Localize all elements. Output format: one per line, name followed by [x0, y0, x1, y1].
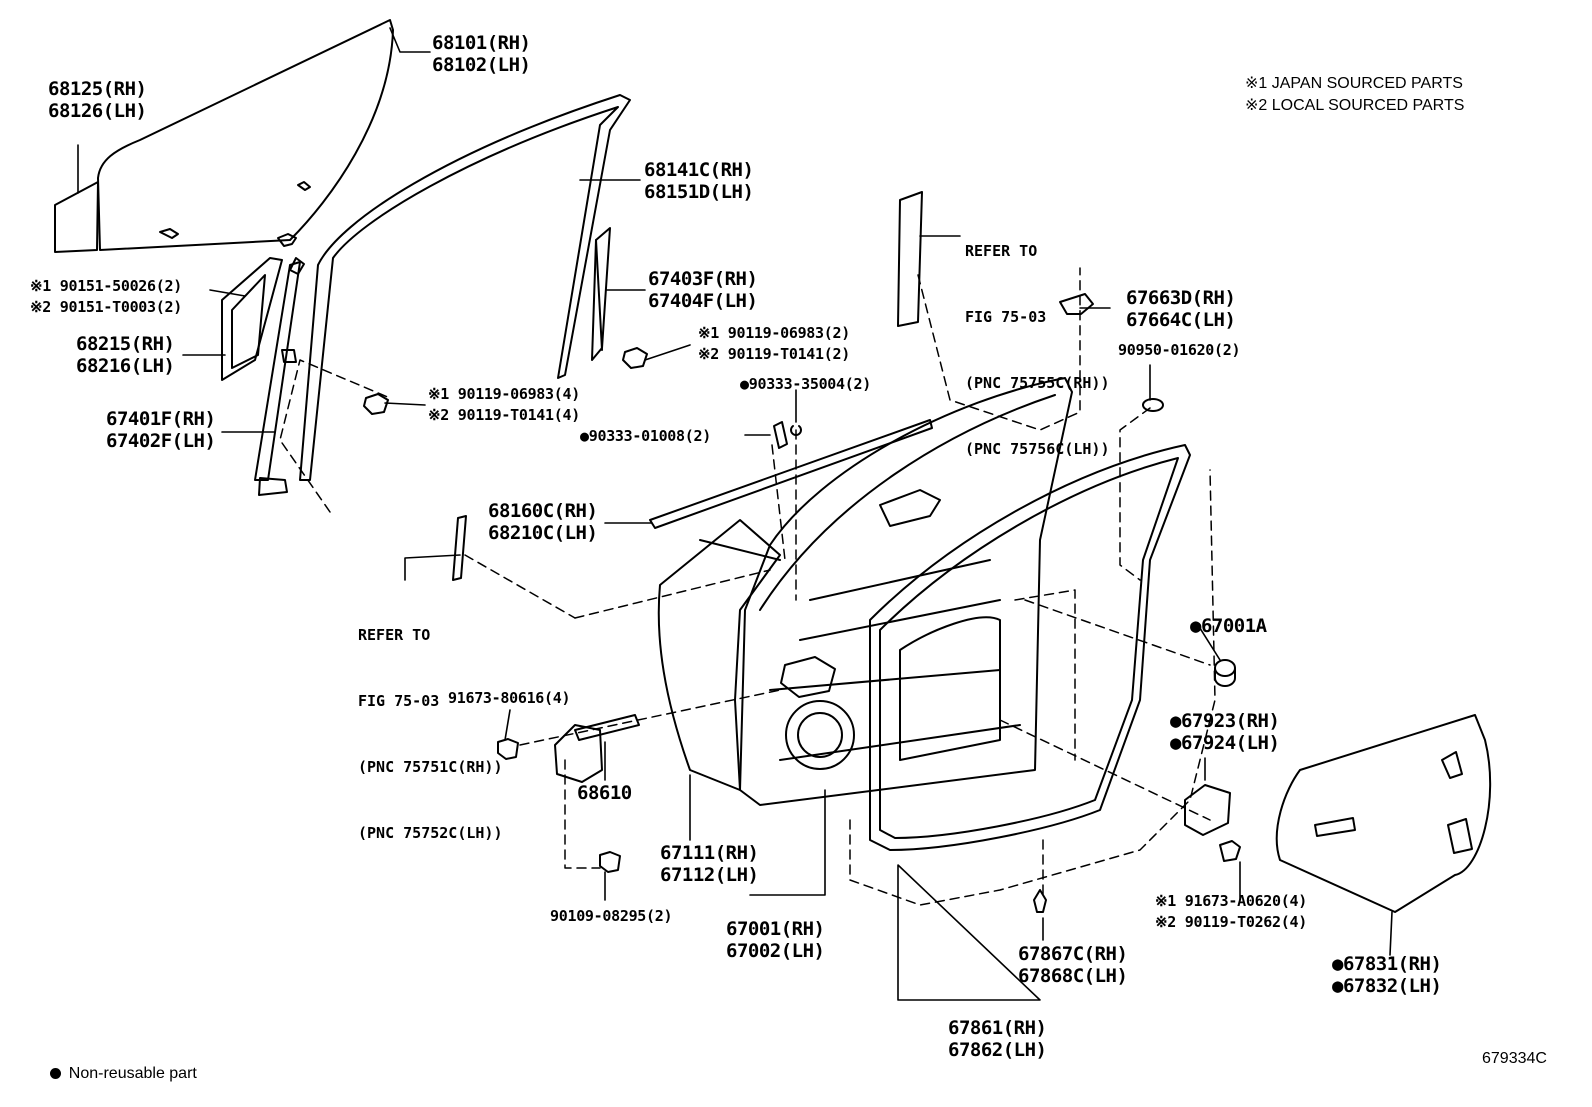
callout-67401[interactable]: 67401F(RH) 67402F(LH)	[106, 408, 216, 452]
callout-90119-4[interactable]: ※1 90119-06983(4) ※2 90119-T0141(4)	[428, 385, 580, 424]
callout-68101[interactable]: 68101(RH) 68102(LH)	[432, 32, 531, 76]
legend-text: Non-reusable part	[68, 1065, 197, 1082]
callout-67111[interactable]: 67111(RH) 67112(LH)	[660, 842, 759, 886]
bullet-icon	[49, 1068, 61, 1079]
callout-67403[interactable]: 67403F(RH) 67404F(LH)	[648, 268, 758, 312]
refer-upper-line-3: (PNC 75755C(RH))	[965, 374, 1110, 392]
callout-90333-35004[interactable]: ●90333-35004(2)	[740, 375, 871, 393]
refer-lower-line-2: FIG 75-03	[358, 692, 440, 710]
refer-block-upper: REFER TO FIG 75-03 (PNC 75755C(RH)) (PNC…	[965, 196, 1110, 504]
refer-upper-line-2: FIG 75-03	[965, 308, 1047, 326]
note-local-sourced: ※2 LOCAL SOURCED PARTS	[1245, 97, 1465, 114]
callout-90950[interactable]: 90950-01620(2)	[1118, 341, 1241, 359]
refer-upper-line-4: (PNC 75756C(LH))	[965, 440, 1110, 458]
quarter-glass-shape	[54, 181, 99, 253]
callout-90109[interactable]: 90109-08295(2)	[550, 907, 673, 925]
refer-lower-line-3: (PNC 75751C(RH))	[358, 758, 503, 776]
refer-upper-line-1: REFER TO	[965, 242, 1038, 260]
door-weatherstrip-shape	[869, 444, 1191, 851]
refer-lower-line-4: (PNC 75752C(LH))	[358, 824, 503, 842]
refer-block-lower: REFER TO FIG 75-03 (PNC 75751C(RH)) (PNC…	[358, 580, 503, 888]
callout-90333-01008[interactable]: ●90333-01008(2)	[580, 427, 711, 445]
callout-91673-A0620[interactable]: ※1 91673-A0620(4) ※2 90119-T0262(4)	[1155, 892, 1307, 931]
door-trim-panel-shape	[1275, 714, 1492, 913]
callout-90151[interactable]: ※1 90151-50026(2) ※2 90151-T0003(2)	[30, 277, 182, 316]
callout-68125[interactable]: 68125(RH) 68126(LH)	[48, 78, 147, 122]
callout-67867[interactable]: 67867C(RH) 67868C(LH)	[1018, 943, 1128, 987]
leader-lines	[77, 27, 1393, 1001]
callout-68160[interactable]: 68160C(RH) 68210C(LH)	[488, 500, 598, 544]
note-japan-sourced: ※1 JAPAN SOURCED PARTS	[1245, 75, 1463, 92]
callout-90119-2[interactable]: ※1 90119-06983(2) ※2 90119-T0141(2)	[698, 324, 850, 363]
glass-run-shape	[299, 94, 631, 481]
callout-68141[interactable]: 68141C(RH) 68151D(LH)	[644, 159, 754, 203]
door-hinge-shape	[554, 714, 1231, 836]
frame-bracket-shape	[221, 233, 297, 381]
refer-lower-line-1: REFER TO	[358, 626, 431, 644]
callout-67001A[interactable]: ●67001A	[1190, 615, 1267, 637]
door-glass-shape	[97, 19, 394, 251]
legend-non-reusable: Non-reusable part	[32, 1041, 197, 1107]
callout-68215[interactable]: 68215(RH) 68216(LH)	[76, 333, 175, 377]
figure-code: 679334C	[1482, 1050, 1547, 1067]
callout-67923[interactable]: ●67923(RH) ●67924(LH)	[1170, 710, 1280, 754]
callout-91673-80616[interactable]: 91673-80616(4)	[448, 689, 571, 707]
small-parts-shapes	[452, 191, 1236, 913]
window-regulator-rail-shape	[254, 257, 305, 496]
division-bar-shape	[591, 227, 611, 361]
callout-68610[interactable]: 68610	[577, 782, 632, 804]
callout-67831[interactable]: ●67831(RH) ●67832(LH)	[1332, 953, 1442, 997]
callout-67663[interactable]: 67663D(RH) 67664C(LH)	[1126, 287, 1236, 331]
callout-67001[interactable]: 67001(RH) 67002(LH)	[726, 918, 825, 962]
bolt-shapes	[363, 347, 1241, 873]
door-outer-panel-shape	[649, 419, 933, 791]
callout-67861[interactable]: 67861(RH) 67862(LH)	[948, 1017, 1047, 1061]
